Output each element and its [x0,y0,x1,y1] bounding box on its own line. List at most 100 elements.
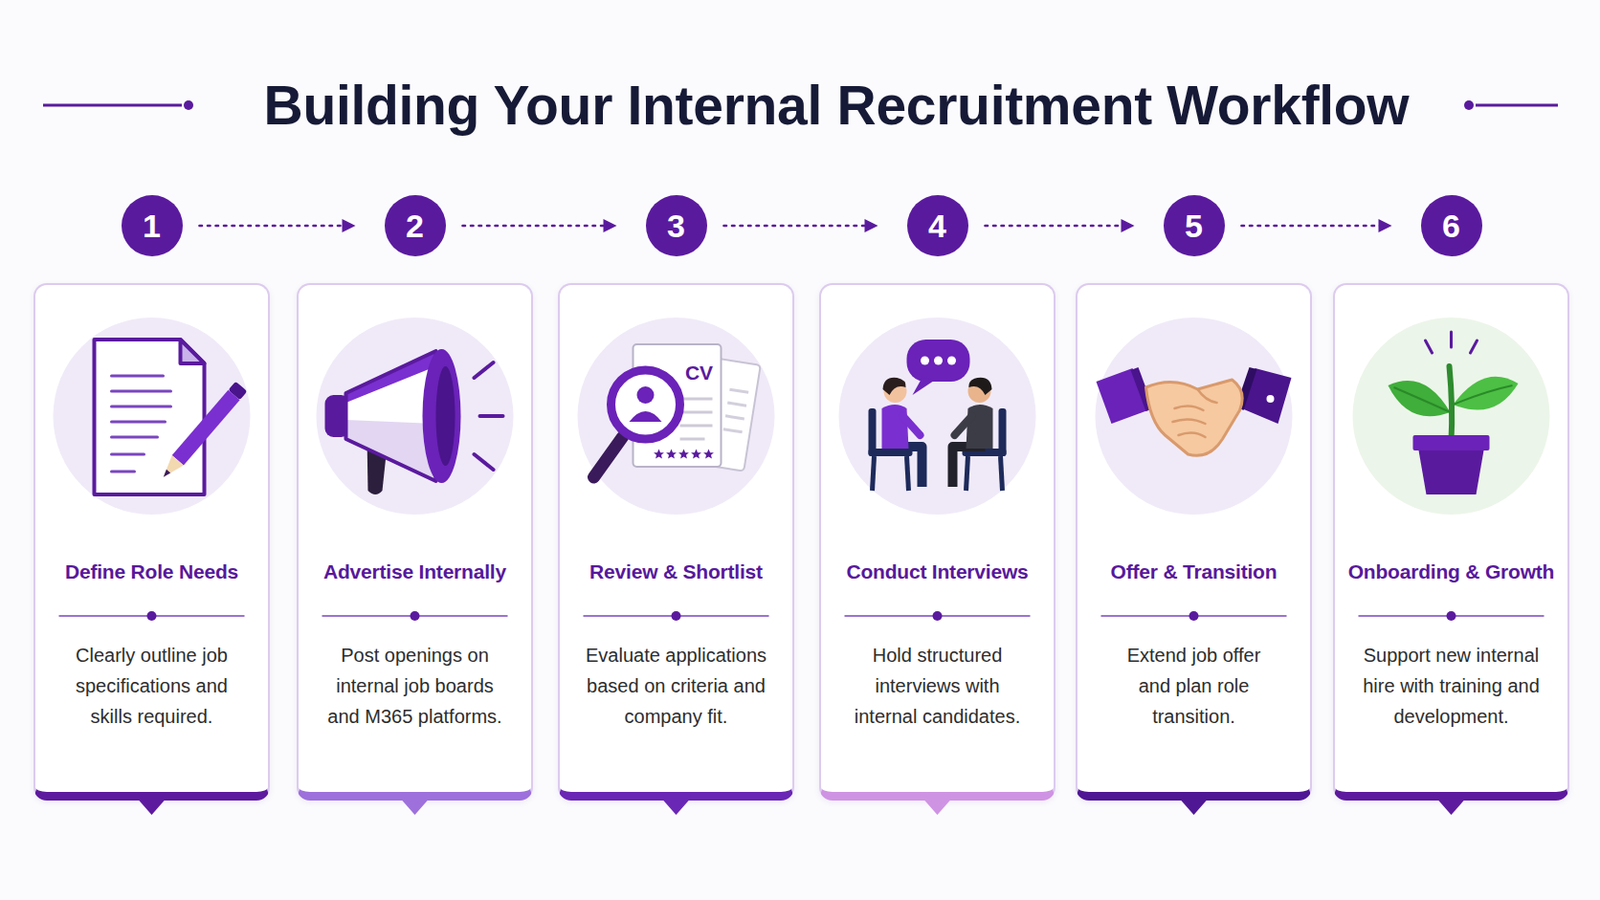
step-number-circle: 5 [1163,195,1225,257]
step-card: Offer & TransitionExtend job offer and p… [1075,283,1312,801]
dotted-line [1242,224,1381,228]
step-card: Advertise InternallyPost openings on int… [296,283,534,801]
step-card: Review & ShortlistEvaluate applications … [557,283,795,801]
step-description: Evaluate applications based on criteria … [582,640,771,733]
chair-back [999,408,1007,457]
step-card: Define Role NeedsClearly outline job spe… [33,283,270,801]
finger-line [1175,405,1204,411]
step-description: Clearly outline job specifications and s… [61,640,244,733]
rating-star [666,449,677,460]
document-lines [111,376,172,472]
step-number: 6 [1421,195,1483,257]
step-description: Support new internal hire with training … [1358,640,1545,733]
text-line [111,405,172,409]
paper-line [723,429,743,433]
magnifier-lens [611,370,681,440]
cv-paper [633,344,722,467]
divider-dot [410,611,421,622]
chair-leg [872,456,875,491]
document-icon [53,317,251,515]
interviewer-figure [953,377,1007,491]
text-line [111,421,166,424]
megaphone-stripe [346,351,437,403]
bubble-dot [920,356,930,366]
step-number: 3 [645,195,708,257]
dotted-arrow [200,219,356,233]
hair [883,377,907,396]
megaphone-outline [346,351,437,482]
step-heading: Advertise Internally [298,558,532,586]
icon-backdrop [53,317,251,515]
step-number-circle: 3 [645,195,708,257]
rating-star [678,449,689,460]
rating-star [703,449,714,460]
icon-backdrop [316,317,514,515]
chair-leg [1000,456,1003,491]
legs [889,446,923,488]
step-number: 1 [121,195,183,257]
diagram-title: Building Your Internal Recruitment Workf… [239,71,1434,139]
growth-ray [1449,332,1453,348]
paper-line [680,411,713,415]
megaphone-cone [346,351,437,482]
pencil-eraser [227,381,247,401]
leaf-vein [1453,385,1513,405]
back-paper-lines [723,389,749,433]
chair-leg [907,456,910,491]
person-head [637,386,655,404]
head [968,379,992,403]
dotted-arrow [463,219,618,233]
arm [955,416,973,436]
growth-ray [1425,340,1433,354]
icon-backdrop [1095,317,1293,515]
divider-dot [147,611,157,622]
step-description: Post openings on internal job boards and… [326,640,504,733]
growth-rays [1425,332,1478,354]
person-body [629,411,663,423]
sound-line [474,362,494,378]
step-number: 2 [384,195,446,257]
divider-line [1358,615,1545,618]
left-leaf [1388,380,1451,417]
step-number: 5 [1163,195,1225,257]
divider-line [59,615,245,618]
bubble-dot [933,356,943,366]
torso [882,404,910,449]
pot-body [1419,450,1485,495]
card-pointer [1180,800,1208,816]
pencil-lead [161,469,171,480]
step-description: Hold structured interviews with internal… [846,640,1029,733]
interview-icon [839,317,1037,515]
arrow-head [865,219,879,233]
megaphone-bell [422,349,462,484]
legs [953,446,986,488]
step-heading: Define Role Needs [35,558,268,586]
dotted-line [463,224,606,228]
icon-backdrop [839,317,1037,515]
cv-review-icon: CV [577,317,776,515]
paper-line [729,389,749,393]
pot-rim [1413,435,1490,451]
card-pointer [138,800,166,816]
chair-back [868,408,877,457]
card-pointer [401,800,429,816]
paper-line [680,424,713,428]
step-number-circle: 4 [907,195,969,257]
sound-line [480,414,504,419]
text-line [111,470,135,474]
divider-line [583,615,770,618]
paper-line [680,398,713,401]
title-dot [183,100,194,111]
right-leaf [1453,377,1519,411]
dotted-arrow [985,219,1135,233]
rating-star [653,449,665,460]
arrow-head [1121,219,1135,233]
plant-icon [1353,317,1551,515]
title-dot [1464,100,1474,111]
step-number-circle: 2 [384,195,446,257]
dotted-arrow [724,219,879,233]
paper-line [727,402,747,406]
divider-dot [933,611,943,622]
finger-line [1173,419,1206,424]
arrow-head [603,219,618,233]
